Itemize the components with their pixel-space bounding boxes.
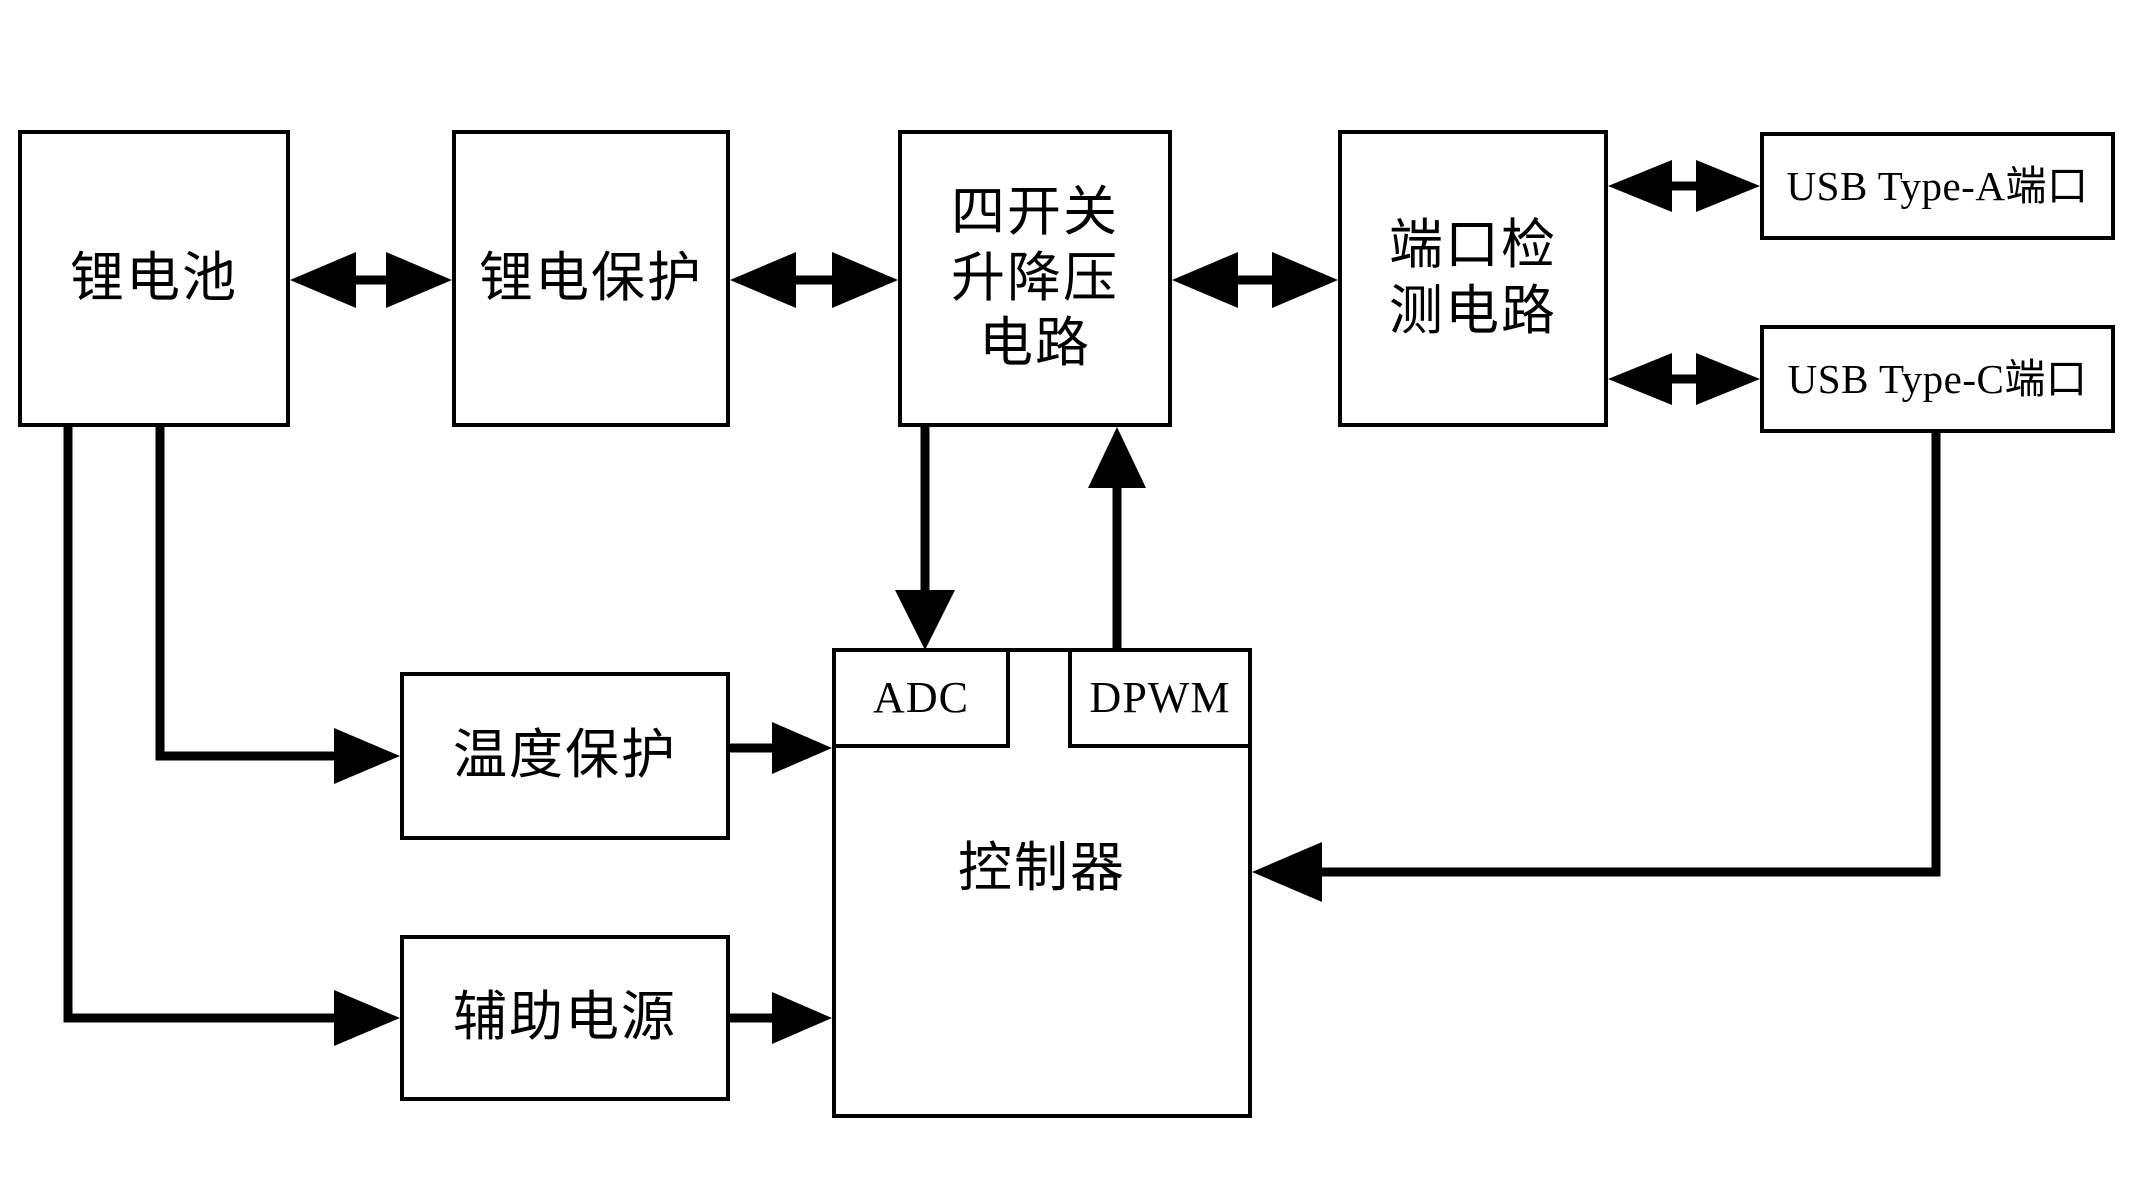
connector-temp-protect-adc bbox=[730, 722, 832, 774]
block-dpwm-label: DPWM bbox=[1089, 673, 1231, 723]
block-battery-protection[interactable]: 锂电保护 bbox=[452, 130, 730, 427]
block-adc-label: ADC bbox=[873, 673, 969, 723]
connector-battery-protection bbox=[290, 252, 452, 308]
block-battery-label: 锂电池 bbox=[70, 247, 238, 308]
block-port-detection-circuit[interactable]: 端口检 测电路 bbox=[1338, 130, 1608, 427]
connector-buckboost-adc bbox=[895, 427, 955, 650]
connector-battery-aux-power bbox=[63, 427, 400, 1046]
connector-port-detect-usb-c bbox=[1608, 353, 1760, 405]
block-temperature-protection-label: 温度保护 bbox=[453, 725, 677, 786]
connector-usb-c-controller bbox=[1252, 433, 1941, 902]
block-four-switch-buck-boost-label: 四开关 升降压 电路 bbox=[951, 181, 1119, 374]
connector-aux-power-controller bbox=[730, 992, 832, 1044]
block-battery-protection-label: 锂电保护 bbox=[479, 247, 703, 308]
block-temperature-protection[interactable]: 温度保护 bbox=[400, 672, 730, 840]
block-battery[interactable]: 锂电池 bbox=[18, 130, 290, 427]
block-usb-type-a-port[interactable]: USB Type-A端口 bbox=[1760, 132, 2115, 240]
connector-port-detect-usb-a bbox=[1608, 160, 1760, 212]
block-auxiliary-power[interactable]: 辅助电源 bbox=[400, 935, 730, 1101]
block-usb-type-c-port[interactable]: USB Type-C端口 bbox=[1760, 325, 2115, 433]
block-usb-type-c-port-label: USB Type-C端口 bbox=[1787, 355, 2088, 402]
block-auxiliary-power-label: 辅助电源 bbox=[453, 987, 677, 1048]
block-usb-type-a-port-label: USB Type-A端口 bbox=[1786, 162, 2089, 209]
connector-protection-buckboost bbox=[730, 252, 898, 308]
block-dpwm[interactable]: DPWM bbox=[1068, 648, 1252, 748]
block-port-detection-circuit-label: 端口检 测电路 bbox=[1389, 214, 1557, 341]
connector-battery-temp-protect bbox=[155, 427, 400, 784]
block-adc[interactable]: ADC bbox=[832, 648, 1010, 748]
connector-buckboost-port-detect bbox=[1172, 252, 1338, 308]
block-four-switch-buck-boost[interactable]: 四开关 升降压 电路 bbox=[898, 130, 1172, 427]
block-controller-label: 控制器 bbox=[958, 838, 1126, 898]
